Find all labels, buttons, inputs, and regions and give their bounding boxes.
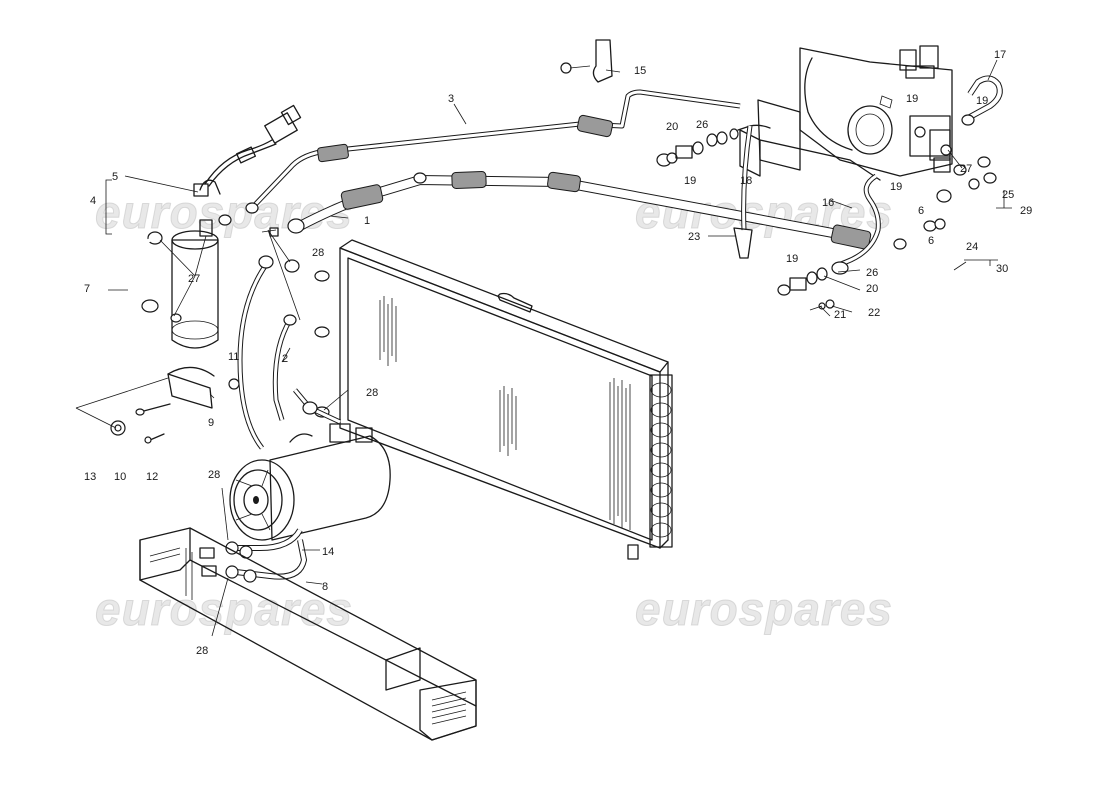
- callout-7: 7: [84, 283, 90, 295]
- callout-29: 29: [1020, 205, 1032, 217]
- callout-19-b: 19: [906, 93, 918, 105]
- callout-9: 9: [208, 417, 214, 429]
- right-fittings: [893, 156, 997, 250]
- callout-4: 4: [90, 195, 96, 207]
- watermark-top-right: eurospares: [635, 186, 893, 238]
- watermark-bottom-left: eurospares: [95, 583, 353, 635]
- callout-5: 5: [112, 171, 118, 183]
- callout-13: 13: [84, 471, 96, 483]
- callout-27-a: 27: [188, 273, 200, 285]
- condenser-fins: [379, 296, 631, 530]
- callout-20-a: 20: [666, 121, 678, 133]
- expansion-fittings: [656, 128, 739, 167]
- bracket-15: [560, 39, 613, 83]
- callout-19-e: 19: [786, 253, 798, 265]
- compressor: [229, 423, 391, 541]
- condenser: [314, 239, 673, 560]
- callout-30: 30: [996, 263, 1008, 275]
- callout-3: 3: [448, 93, 454, 105]
- callout-6: 6: [918, 205, 924, 217]
- hose-3: [245, 89, 741, 214]
- leader-lines: [75, 59, 1012, 637]
- callout-21: 21: [834, 309, 846, 321]
- callout-19-a: 19: [684, 175, 696, 187]
- callout-20-b: 20: [866, 283, 878, 295]
- lower-right-fittings: [777, 267, 835, 311]
- callout-28-d: 28: [196, 645, 208, 657]
- callout-22: 22: [868, 307, 880, 319]
- callout-28-c: 28: [208, 469, 220, 481]
- callout-28-b: 28: [366, 387, 378, 399]
- callout-10: 10: [114, 471, 126, 483]
- watermark-bottom-right: eurospares: [635, 583, 893, 635]
- callout-15: 15: [634, 65, 646, 77]
- callout-27-b: 27: [960, 163, 972, 175]
- hose-1: [269, 171, 872, 250]
- callout-16: 16: [822, 197, 834, 209]
- callout-18: 18: [740, 175, 752, 187]
- callout-28-a: 28: [312, 247, 324, 259]
- receiver-drier: [147, 104, 302, 409]
- callout-1: 1: [364, 215, 370, 227]
- condenser-coils: [650, 382, 672, 538]
- callout-23: 23: [688, 231, 700, 243]
- callout-25: 25: [1002, 189, 1014, 201]
- hose-2: [237, 255, 342, 450]
- callout-17: 17: [994, 49, 1006, 61]
- callout-6b: 6: [928, 235, 934, 247]
- callout-19-d: 19: [890, 181, 902, 193]
- watermark-top-left: eurospares: [95, 186, 353, 238]
- callout-11: 11: [228, 351, 239, 363]
- clamp-hardware: [110, 403, 171, 444]
- evaporator-unit: [739, 45, 953, 181]
- callout-8: 8: [322, 581, 328, 593]
- callout-labels: 1 2 3 4 5 6 6 7 8 9 10 11 12 13 14 15 16…: [84, 49, 1032, 657]
- callout-26-a: 26: [696, 119, 708, 131]
- watermark-group: eurospares eurospares eurospares eurospa…: [95, 186, 893, 636]
- callout-12: 12: [146, 471, 158, 483]
- callout-19-c: 19: [976, 95, 988, 107]
- hose-8-14: [225, 528, 308, 583]
- callout-26-b: 26: [866, 267, 878, 279]
- chassis-rail: [139, 527, 477, 741]
- callout-24: 24: [966, 241, 978, 253]
- callout-14: 14: [322, 546, 334, 558]
- callout-2: 2: [282, 353, 288, 365]
